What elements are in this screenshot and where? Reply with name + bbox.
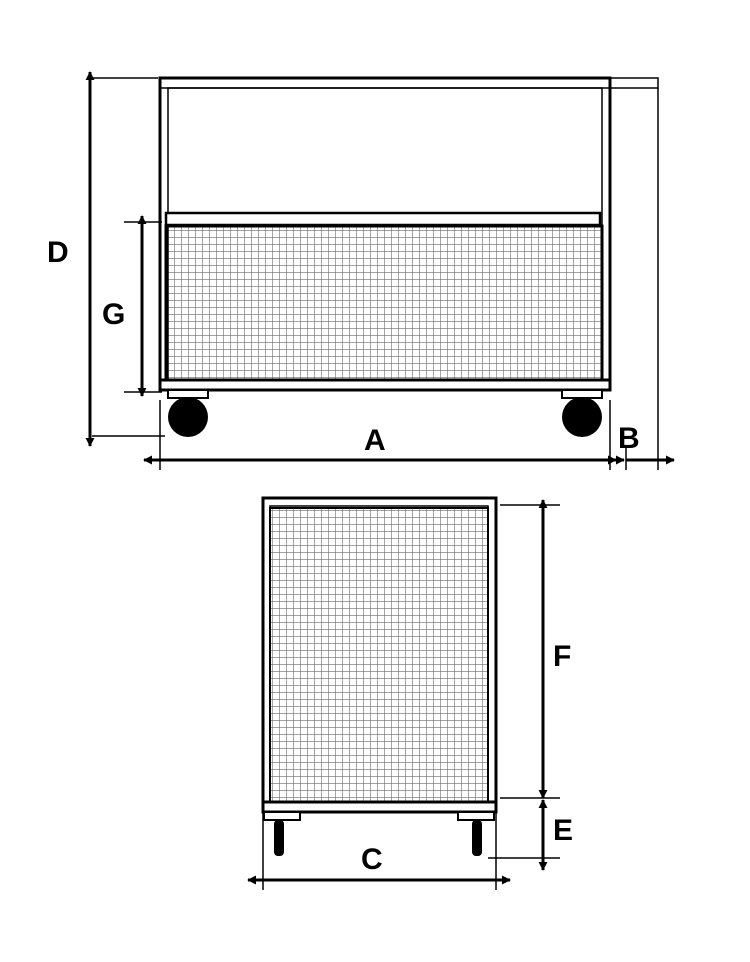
right-caster (472, 820, 482, 856)
side-middle-shelf (164, 211, 602, 227)
label-g: G (102, 298, 125, 331)
dimension-b: B (592, 88, 675, 470)
end-frame (261, 496, 498, 810)
side-base (158, 378, 612, 392)
dimension-c: C (247, 812, 511, 890)
right-wheel (562, 397, 602, 437)
end-view (261, 496, 498, 856)
dimension-a: A (143, 400, 617, 470)
label-d: D (47, 236, 69, 269)
label-a: A (364, 424, 386, 457)
side-view (158, 76, 659, 437)
side-mesh-panel (164, 224, 604, 384)
left-wheel (168, 397, 208, 437)
dimension-d: D (47, 71, 165, 447)
side-handle (610, 77, 659, 89)
dimension-f: F (500, 499, 571, 799)
end-mesh-panel (269, 507, 489, 803)
left-caster (274, 820, 284, 856)
label-b: B (618, 422, 640, 455)
label-f: F (553, 640, 571, 673)
label-c: C (361, 843, 383, 876)
label-e: E (553, 814, 573, 847)
end-base (261, 800, 498, 814)
dimension-e: E (488, 799, 573, 871)
dimension-g: G (102, 215, 162, 397)
